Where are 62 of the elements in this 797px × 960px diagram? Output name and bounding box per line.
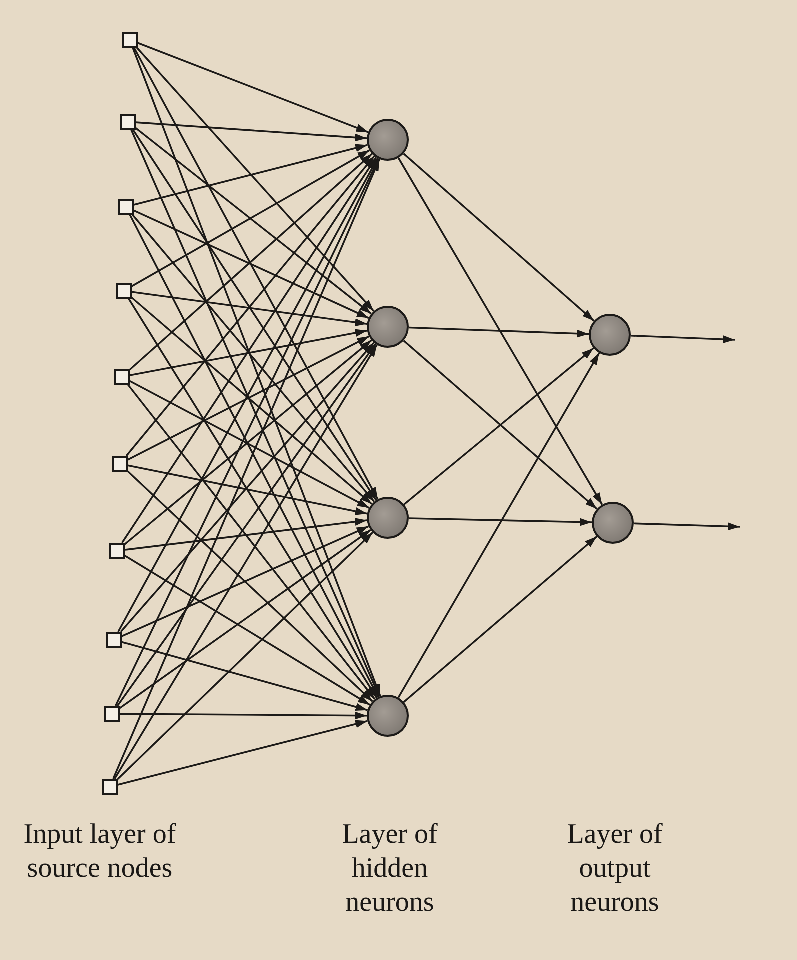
neuron-circle <box>592 502 634 544</box>
arrow <box>134 48 379 500</box>
arrow <box>634 522 740 531</box>
arrow <box>122 157 378 544</box>
arrow <box>116 344 377 707</box>
arrow <box>134 210 370 320</box>
neuron-circle <box>367 497 409 539</box>
arrow <box>120 342 375 633</box>
arrow <box>136 122 368 142</box>
arrow <box>114 344 378 780</box>
arrow <box>122 641 368 712</box>
input-node-square <box>116 283 132 299</box>
arrow <box>130 329 368 376</box>
arrow <box>119 529 372 710</box>
neuron-circle <box>367 306 409 348</box>
arrow <box>127 470 374 702</box>
input-node-square <box>118 199 134 215</box>
arrow <box>124 555 371 706</box>
arrow <box>398 352 600 698</box>
arrow <box>408 326 590 338</box>
arrow <box>128 384 376 700</box>
arrow <box>130 380 370 509</box>
arrow <box>126 156 376 457</box>
neuron-circle <box>367 695 409 737</box>
input-node-square <box>109 543 125 559</box>
layer-label: Layer of hidden neurons <box>341 818 439 920</box>
arrow <box>403 153 595 322</box>
arrow <box>128 464 368 516</box>
arrow <box>398 158 604 506</box>
arrow <box>136 47 375 312</box>
arrow <box>129 153 373 371</box>
input-node-square <box>112 456 128 472</box>
arrow <box>132 214 376 503</box>
arrow <box>129 214 380 698</box>
arrow <box>403 536 598 704</box>
arrow <box>118 720 368 786</box>
arrow <box>128 298 378 699</box>
neuron-circle <box>589 314 631 356</box>
input-node-square <box>106 632 122 648</box>
arrow <box>132 130 378 501</box>
arrow <box>124 518 368 551</box>
arrow <box>138 42 369 134</box>
neuron-circle <box>367 119 409 161</box>
arrow <box>408 518 592 526</box>
arrow <box>135 128 372 315</box>
arrow <box>120 712 367 720</box>
arrow <box>124 340 372 546</box>
arrow <box>132 150 370 288</box>
arrow <box>117 532 374 780</box>
input-node-square <box>114 369 130 385</box>
arrow <box>630 334 736 344</box>
arrow <box>122 526 370 638</box>
input-node-square <box>104 706 120 722</box>
input-node-square <box>120 114 136 130</box>
layer-label: Layer of output neurons <box>566 818 664 920</box>
arrow <box>132 291 368 326</box>
arrow <box>134 144 368 206</box>
layer-label: Input layer of source nodes <box>22 818 178 886</box>
arrow <box>128 336 370 461</box>
input-node-square <box>102 779 118 795</box>
input-node-square <box>122 32 138 48</box>
arrow <box>131 297 373 505</box>
